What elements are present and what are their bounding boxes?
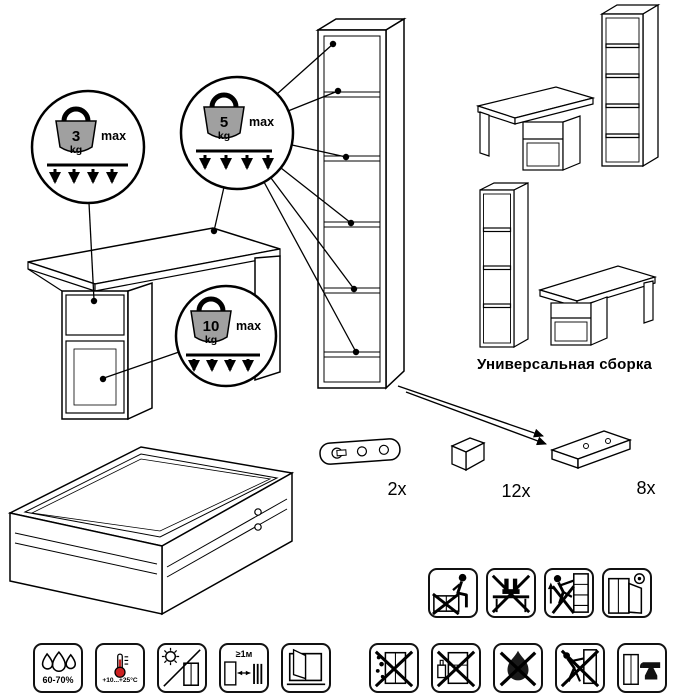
bookshelf-drawing (315, 17, 407, 390)
pointer-to-bracket-2 (405, 391, 547, 446)
min-distance-label: ≥1м (235, 648, 253, 659)
distance-from-heater-icon (224, 660, 263, 686)
weight-10-unit: kg (205, 334, 217, 346)
no-dragging-box (555, 643, 605, 693)
weight-limit-5kg: 5 kg max (179, 75, 295, 191)
no-solvents-icon (436, 650, 476, 688)
universal-shelf-tall (599, 3, 661, 168)
warning-no-sitting (428, 568, 478, 618)
flat-plate-part (319, 438, 401, 465)
kettlebell-icon (190, 310, 232, 343)
callout-lines (88, 43, 357, 379)
universal-shelf-small (479, 182, 529, 349)
weight-3-value: 3 (72, 128, 80, 145)
no-standing-icon (491, 574, 531, 614)
warning-no-standing (486, 568, 536, 618)
thermometer-icon (114, 653, 129, 678)
no-moisture-icon (374, 650, 414, 688)
avoid-sunlight-icon (161, 647, 201, 687)
callout-dots (90, 40, 360, 383)
temperature-box: +10...+25°С (95, 643, 145, 693)
ventilation-box (281, 643, 331, 693)
impact-warning-icon (623, 653, 661, 685)
warning-icon-row-2: 60-70% +10...+25°С ≥1м (33, 643, 667, 693)
sunlight-box (157, 643, 207, 693)
open-window-icon (286, 648, 326, 686)
no-sitting-icon (432, 573, 468, 615)
bracket-count: 8x (636, 478, 655, 498)
universal-assembly-label: Универсальная сборка (477, 356, 653, 373)
corner-bracket-part (549, 430, 633, 470)
weight-3-max: max (101, 129, 126, 143)
warning-no-climbing (544, 568, 594, 618)
universal-desk-a (475, 86, 596, 171)
door-safety-icon (608, 573, 645, 614)
warning-icon-row-1 (428, 568, 652, 618)
no-solvents-box (431, 643, 481, 693)
weight-5-value: 5 (220, 114, 228, 131)
humidity-label: 60-70% (42, 675, 74, 685)
weight-3-unit: kg (70, 144, 82, 156)
no-moisture-box (369, 643, 419, 693)
weight-5-unit: kg (218, 130, 230, 142)
no-impacts-box (617, 643, 667, 693)
weight-limit-10kg: 10 kg max (174, 284, 278, 388)
warning-door-safety (602, 568, 652, 618)
weight-5-max: max (249, 115, 274, 129)
icon-row-gap (343, 643, 357, 693)
weight-limit-3kg: 3 kg max (30, 89, 146, 205)
drawer-drawing (7, 446, 295, 616)
support-count: 12x (501, 481, 530, 501)
weight-10-value: 10 (203, 318, 220, 335)
temperature-label: +10...+25°С (102, 676, 138, 684)
universal-desk-b (537, 265, 658, 346)
water-drops-icon (41, 651, 77, 672)
no-dragging-icon (560, 649, 600, 688)
pointer-to-bracket-1 (397, 385, 544, 438)
humidity-box: 60-70% (33, 643, 83, 693)
no-open-flame-box (493, 643, 543, 693)
no-climbing-icon (547, 573, 589, 614)
weight-10-max: max (236, 319, 261, 333)
kettlebell-icon (203, 106, 245, 139)
heat-distance-box: ≥1м (219, 643, 269, 693)
kettlebell-icon (55, 120, 97, 153)
shelf-support-part (450, 437, 486, 472)
plate-count: 2x (387, 479, 406, 499)
desk-drawing (27, 227, 281, 421)
no-open-flame-icon (499, 650, 537, 687)
